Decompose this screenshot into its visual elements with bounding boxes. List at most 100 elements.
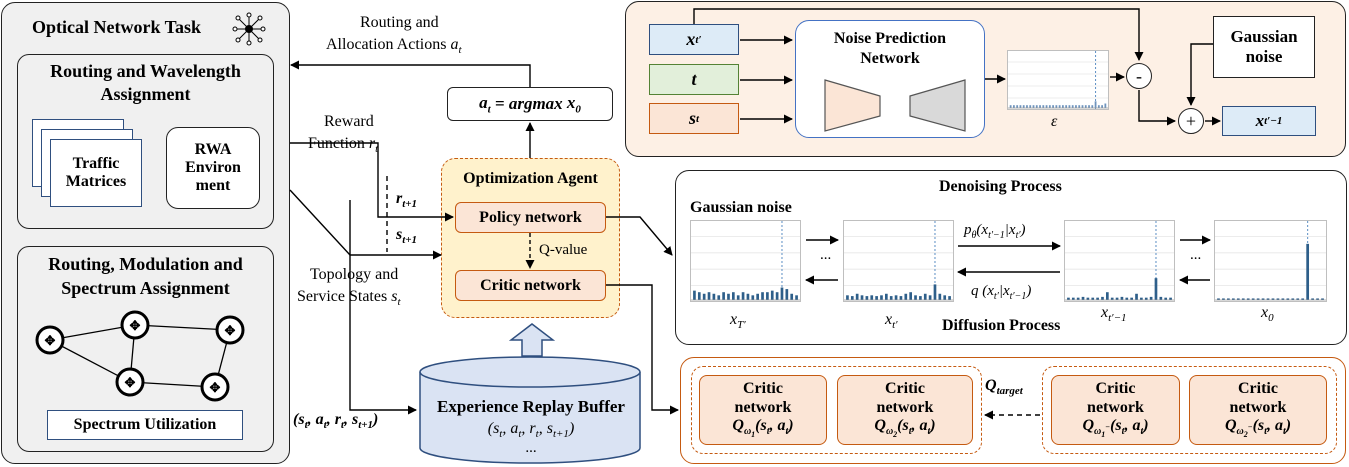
chart-frame <box>1214 220 1327 302</box>
critic-box-4: Critic network Qω2−(st, at) <box>1189 375 1327 445</box>
reward-label-2: Function rt <box>308 135 379 156</box>
q-target-text: Q <box>985 377 997 394</box>
critic-box-3: Critic network Qω1−(st, at) <box>1051 375 1180 445</box>
chart-bar <box>1084 105 1087 108</box>
chart-bar <box>1062 105 1064 108</box>
chart-bar <box>894 295 898 300</box>
chart-bar <box>702 293 706 300</box>
chart-bar <box>1149 296 1153 300</box>
replay-buffer-dots: ... <box>525 440 537 456</box>
network-icon <box>232 12 266 46</box>
chart-bar <box>1251 298 1255 300</box>
chart-bar <box>790 293 794 300</box>
chart-bar <box>1306 243 1310 300</box>
chart-bar <box>1301 298 1305 300</box>
chart-bar <box>1241 298 1245 300</box>
chart-bar <box>948 296 951 300</box>
dots-left: ... <box>820 247 832 263</box>
chart-bar <box>1159 296 1163 300</box>
svg-text:✥: ✥ <box>210 380 221 395</box>
chart-bar <box>870 295 874 300</box>
chart-bar <box>1035 105 1038 108</box>
chart-bar <box>712 293 716 300</box>
topology-text: Service States <box>297 288 388 305</box>
chart-bar <box>1081 105 1084 108</box>
chart-bar <box>1296 298 1300 300</box>
routing-actions-text: Allocation Actions <box>326 36 447 53</box>
optical-network-title: Optical Network Task <box>32 17 202 37</box>
chart-bar <box>693 290 696 300</box>
chart-bar <box>1276 298 1280 300</box>
upload-arrow-icon <box>509 323 555 357</box>
rwa-env-2: Environ <box>185 159 241 176</box>
chart-bar <box>732 292 735 300</box>
chart-bar <box>1261 298 1265 300</box>
rwa-env-3: ment <box>195 177 231 194</box>
chart-bar <box>1097 105 1100 108</box>
chart-bar <box>1271 298 1275 300</box>
chart-bar <box>775 292 779 300</box>
npn-title-1: Noise Prediction <box>833 30 947 47</box>
unet-shape <box>824 79 966 132</box>
chart-bar <box>1091 297 1095 300</box>
x-T-label: xT′ <box>730 311 746 332</box>
chart-frame <box>843 220 954 302</box>
chart-bar <box>785 289 789 300</box>
chart-bar <box>1256 298 1260 300</box>
chart-bar <box>855 293 859 300</box>
chart-bar <box>1094 101 1097 108</box>
chart-bar <box>919 296 922 300</box>
chart-bar <box>1019 105 1022 108</box>
chart-bar <box>860 295 864 300</box>
chart-bar <box>1042 105 1045 108</box>
chart-bar <box>1076 297 1080 300</box>
critic3-l1: Critic <box>1095 380 1136 398</box>
critic-group-left <box>691 366 982 454</box>
svg-text:✥: ✥ <box>45 333 56 348</box>
p-theta-label: pθ(xt′−1|xt′) <box>964 222 1026 241</box>
x-0-label: x0 <box>1261 304 1274 325</box>
diffusion-title: Diffusion Process <box>942 317 1061 334</box>
routing-actions-var: a <box>450 36 459 53</box>
chart-bar <box>1029 105 1032 108</box>
chart-bar <box>780 287 784 300</box>
chart-bar <box>1022 105 1025 108</box>
transition-tuple-label: (st, at, rt, st+1) <box>293 411 379 432</box>
chart-bar <box>875 296 878 300</box>
critic2-l2: network <box>876 398 934 416</box>
chart-bar <box>761 292 764 300</box>
rwa-title-line2: Assignment <box>100 84 191 104</box>
chart-bar <box>1130 297 1133 300</box>
svg-text:✥: ✥ <box>125 375 136 390</box>
dots-right: ... <box>1190 247 1202 263</box>
chart-bar <box>1231 298 1235 300</box>
denoising-title: Denoising Process <box>939 178 1062 195</box>
rwa-environment-box: RWA Environ ment <box>166 127 260 209</box>
critic-box-1: Critic network Qω1(st, at) <box>699 375 827 445</box>
gaussian-noise-label: Gaussian noise <box>690 199 792 216</box>
npn-title-2: Network <box>860 50 920 67</box>
chart-bar <box>746 293 750 300</box>
chart-bar <box>1104 103 1107 108</box>
topology-graph: ✥ ✥ ✥ ✥ ✥ <box>35 310 245 402</box>
chart-bar <box>751 295 755 300</box>
topology-label-2: Service States st <box>297 288 401 309</box>
chart-bar <box>923 293 927 300</box>
gaussian-noise-box: Gaussian noise <box>1213 16 1315 78</box>
chart-bar <box>770 290 774 300</box>
chart-bar <box>1071 297 1075 300</box>
chart-bar <box>1016 105 1019 108</box>
chart-bar <box>1065 105 1068 108</box>
chart-x-t <box>843 220 954 302</box>
critic4-l2: network <box>1229 398 1287 416</box>
chart-bar <box>1217 298 1220 300</box>
chart-bar <box>1291 298 1295 300</box>
chart-bar <box>1286 298 1290 300</box>
router-node-icons: ✥ ✥ ✥ ✥ ✥ <box>35 310 245 402</box>
chart-bar <box>795 295 798 300</box>
chart-bar <box>766 292 769 300</box>
rwa-env-1: RWA <box>194 141 232 158</box>
chart-bar <box>1169 297 1172 300</box>
chart-bar <box>1052 105 1054 108</box>
